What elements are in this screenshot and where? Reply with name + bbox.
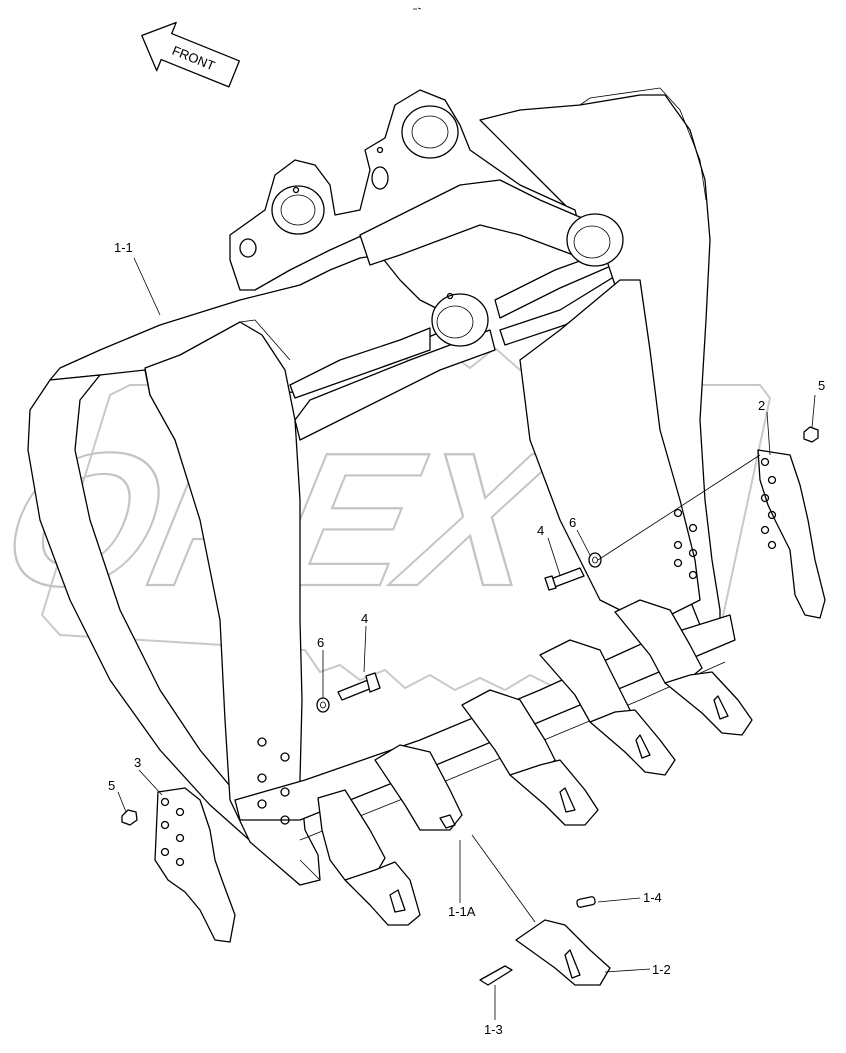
bucket-body [27,87,736,886]
bolt-left [337,672,381,701]
boss-right-front [566,213,624,267]
part-labels: 1-1 2 5 4 6 4 6 3 5 1-1A 1-4 1-2 1-3 [108,240,825,1037]
leader-lines [117,257,816,1020]
small-mark [413,7,422,10]
washer-right [588,552,602,568]
side-cutter-left [154,787,236,943]
boss-left-top [271,185,325,235]
label-1-3: 1-3 [484,1022,503,1037]
side-cutter-right [757,449,826,619]
bucket-teeth [317,599,753,986]
front-label: FRONT [170,43,217,74]
label-5-right: 5 [818,378,825,393]
nut-left [121,809,138,826]
pin-1-4 [576,896,596,908]
label-1-4: 1-4 [643,890,662,905]
label-1-1: 1-1 [114,240,133,255]
tooth-2 [374,744,463,831]
label-3: 3 [134,755,141,770]
side-plate-holes [257,508,698,825]
tooth-1 [317,789,421,926]
washer-left [316,697,330,713]
label-6-left: 6 [317,635,324,650]
tooth-5 [614,599,753,736]
tooth-3 [461,689,599,826]
label-1-2: 1-2 [652,962,671,977]
label-2: 2 [758,398,765,413]
label-1-1a: 1-1A [448,904,476,919]
tooth-4 [539,639,676,776]
label-6-right: 6 [569,515,576,530]
boss-right-top [401,105,459,159]
label-5-left: 5 [108,778,115,793]
nut-right [803,426,819,443]
label-4-left: 4 [361,611,368,626]
front-direction-arrow: FRONT [141,21,241,88]
boss-left-front [431,293,489,347]
mounting-brackets [229,89,624,347]
tooth-point-exploded [515,919,611,986]
bolt-right [544,567,585,591]
label-4-right: 4 [537,523,544,538]
lock-1-3 [479,965,513,986]
